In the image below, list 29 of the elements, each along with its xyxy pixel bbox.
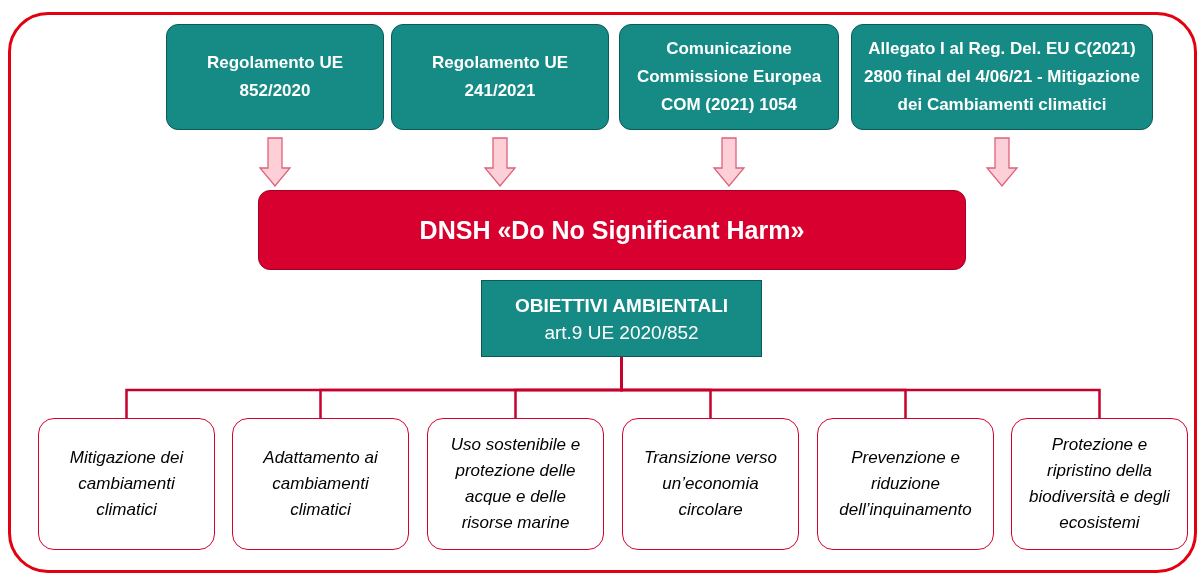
block-arrow bbox=[258, 137, 292, 187]
box-text: Regolamento UE 852/2020 bbox=[206, 52, 344, 102]
box-text: Protezione e ripristino della biodiversità e degli ecosistemi bbox=[1028, 434, 1171, 534]
block-arrow bbox=[483, 137, 517, 187]
box-text: art.9 UE 2020/852 bbox=[544, 320, 699, 345]
box-text: Comunicazione Commissione Europea COM (2021) 1054 bbox=[635, 38, 823, 116]
block-arrow bbox=[985, 137, 1019, 187]
objective-box bbox=[817, 418, 994, 550]
box-text: Regolamento UE 241/2021 bbox=[431, 52, 569, 102]
objective-box bbox=[622, 418, 799, 550]
objectives-box bbox=[481, 280, 762, 357]
source-box bbox=[166, 24, 384, 130]
box-text: Mitigazione dei cambiamenti climatici bbox=[68, 447, 185, 521]
objective-box bbox=[232, 418, 409, 550]
objective-box bbox=[427, 418, 604, 550]
source-box bbox=[619, 24, 839, 130]
block-arrow bbox=[712, 137, 746, 187]
source-box bbox=[851, 24, 1153, 130]
box-text: Transizione verso un’economia circolare bbox=[643, 447, 778, 521]
objective-box bbox=[38, 418, 215, 550]
box-text: DNSH «Do No Significant Harm» bbox=[419, 215, 805, 246]
title-box bbox=[258, 190, 966, 270]
box-text: Uso sostenibile e protezione delle acque e delle risorse marine bbox=[449, 434, 582, 534]
objective-box bbox=[1011, 418, 1188, 550]
box-text: Prevenzione e riduzione dell’inquinamento bbox=[838, 447, 973, 521]
box-text: Allegato I al Reg. Del. EU C(2021) 2800 final del 4/06/21 - Mitigazione dei Cambiamenti climatici bbox=[863, 38, 1141, 116]
heading-text: OBIETTIVI AMBIENTALI bbox=[514, 293, 729, 318]
source-box bbox=[391, 24, 609, 130]
box-text: Adattamento ai cambiamenti climatici bbox=[261, 447, 379, 521]
